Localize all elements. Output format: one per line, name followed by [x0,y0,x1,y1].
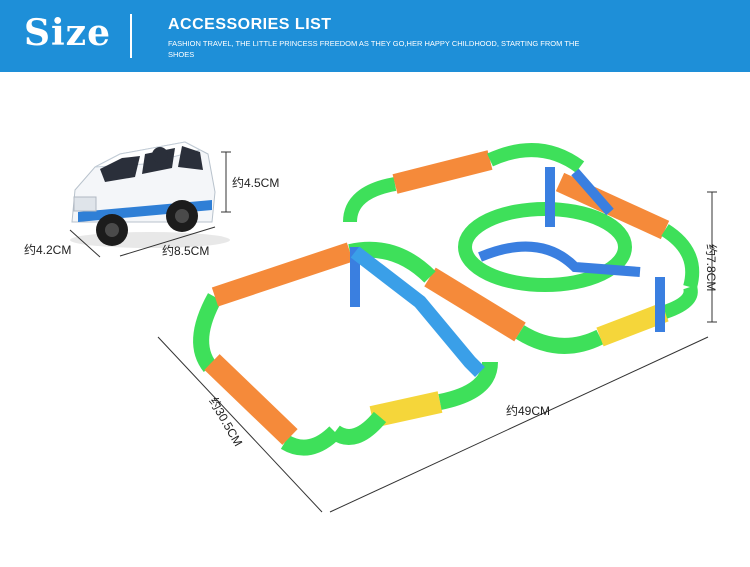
track-height-label: 约7.8CM [704,244,718,292]
track-set-image [193,143,700,456]
car-height-label: 约4.5CM [232,176,280,190]
car-dimension-lines [69,151,231,258]
car-length-label: 约8.5CM [162,244,210,258]
size-title: Size [24,12,112,54]
accessories-title: ACCESSORIES LIST [168,16,332,33]
header-divider [130,14,132,58]
police-car-image [70,141,230,248]
product-illustration [69,141,717,513]
accessories-subtitle: FASHION TRAVEL, THE LITTLE PRINCESS FREE… [168,39,580,59]
header-banner: Size ACCESSORIES LIST FASHION TRAVEL, TH… [0,0,750,72]
track-length-label: 约49CM [506,404,551,418]
product-scene: 约4.5CM 约4.2CM 约8.5CM 约7.8CM 约49CM 约30.5C… [0,72,750,562]
track-dimension-lines [157,191,717,513]
car-width-label: 约4.2CM [24,243,72,257]
